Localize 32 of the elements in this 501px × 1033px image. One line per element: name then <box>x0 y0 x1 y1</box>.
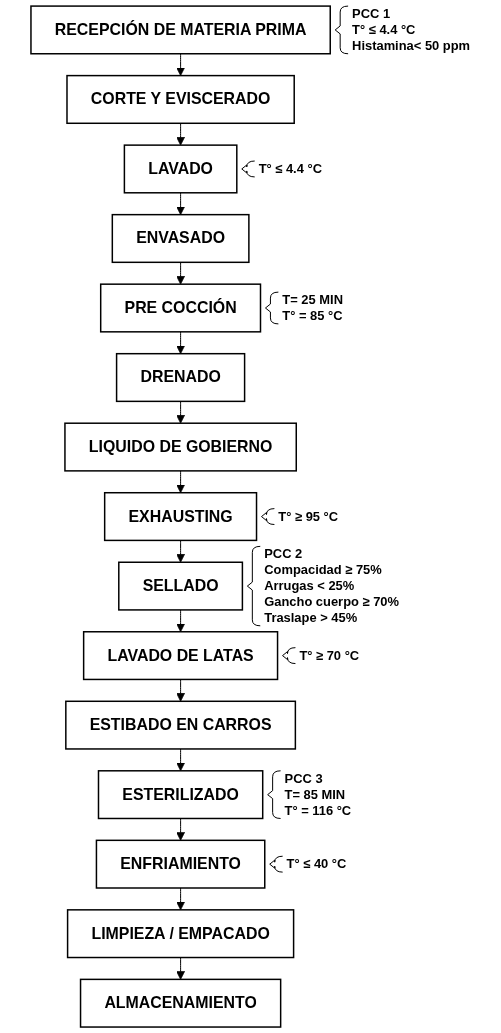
annotation-text: PCC 2 <box>264 546 303 562</box>
node-box: LIQUIDO DE GOBIERNO <box>64 422 297 472</box>
annotation-text: Arrugas < 25% <box>264 578 355 594</box>
annotation-text: T° = 85 °C <box>282 307 343 323</box>
annotation-text: T= 25 MIN <box>282 292 343 308</box>
node-box: DRENADO <box>115 352 246 403</box>
node-box: LAVADO <box>123 144 238 194</box>
annotation-text: Compacidad ≥ 75% <box>264 562 382 578</box>
annotation-text: T= 85 MIN <box>284 786 346 802</box>
annotation-text: T° ≤ 40 °C <box>286 856 347 872</box>
node-box: ALMACENAMIENTO <box>79 978 282 1028</box>
node-box: SELLADO <box>118 561 244 611</box>
node-box: CORTE Y EVISCERADO <box>66 74 295 125</box>
annotation-text: T° ≥ 70 °C <box>299 647 360 663</box>
node-box: ESTIBADO EN CARROS <box>65 700 297 750</box>
annotation-text: T° = 116 °C <box>284 802 352 818</box>
annotation-text: Gancho cuerpo ≥ 70% <box>264 593 399 609</box>
node-box: EXHAUSTING <box>103 492 258 542</box>
annotation-text: PCC 3 <box>284 770 323 786</box>
annotation-text: Histamina< 50 ppm <box>352 37 471 53</box>
node-box: ENVASADO <box>111 213 250 264</box>
node-box: ENFRIAMIENTO <box>95 839 266 889</box>
annotation-text: T° ≤ 4.4 °C <box>352 21 416 37</box>
node-box: PRE COCCIÓN <box>99 283 262 333</box>
node-box: RECEPCIÓN DE MATERIA PRIMA <box>30 5 331 55</box>
annotation-text: T° ≥ 95 °C <box>278 508 339 524</box>
node-box: LIMPIEZA / EMPACADO <box>66 909 295 959</box>
node-box: ESTERILIZADO <box>97 770 264 820</box>
annotation-text: T° ≤ 4.4 °C <box>258 160 322 176</box>
annotation-text: PCC 1 <box>352 6 391 21</box>
node-box: LAVADO DE LATAS <box>82 631 279 681</box>
annotation-text: Traslape > 45% <box>264 609 358 625</box>
